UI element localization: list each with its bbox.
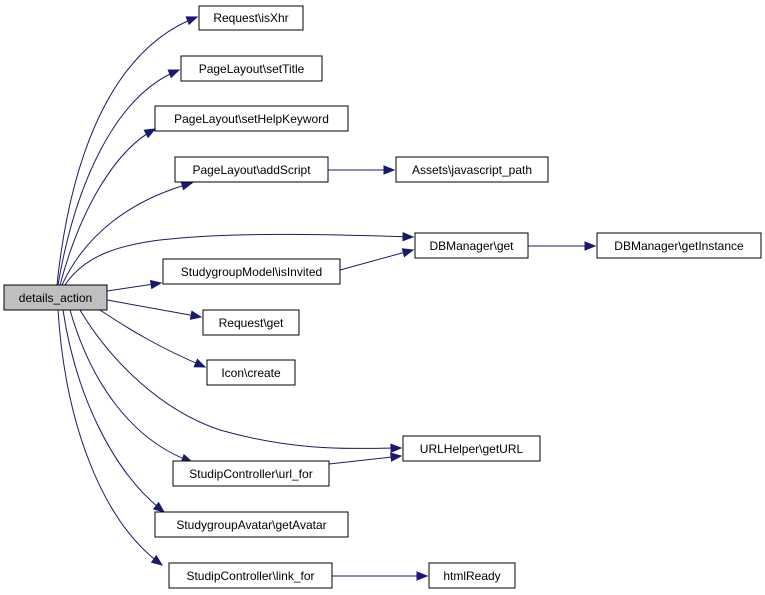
edge-arrowhead [152,501,166,513]
edge-arrowhead [167,69,181,79]
node-label: URLHelper\getURL [420,442,524,456]
node-label: DBManager\get [429,239,514,253]
node-label: Icon\create [221,366,281,380]
edge-details-action-to-pagelayout-settitle [57,69,181,286]
node-label: StudygroupModel\isInvited [181,265,322,279]
node-label: StudipController\url_for [189,467,312,481]
edge-line [59,128,156,286]
node-icon-create[interactable]: Icon\create [206,359,296,386]
edge-line [57,309,163,566]
edge-details-action-to-studygroupavatar-getavatar [62,309,166,513]
edge-details-action-to-request-get [106,299,203,320]
node-pagelayout-addscript[interactable]: PageLayout\addScript [174,156,329,183]
node-label: Request\isXhr [213,11,288,25]
edge-arrowhead [402,231,415,242]
edge-details-action-to-icon-create [99,309,207,368]
node-studygroupmodel-isinvited[interactable]: StudygroupModel\isInvited [162,258,341,285]
edge-studygroupmodel-isinvited-to-dbmanager-get [339,248,415,271]
edge-line [99,309,206,368]
node-assets-javascript-path[interactable]: Assets\javascript_path [395,156,549,183]
edge-dbmanager-get-to-dbmanager-getinstance [528,241,597,251]
edge-details-action-to-dbmanager-get [64,231,415,286]
node-label: StudipController\link_for [186,569,314,583]
node-dbmanager-get[interactable]: DBManager\get [414,232,529,259]
node-request-get[interactable]: Request\get [202,309,300,336]
node-label: PageLayout\setHelpKeyword [174,112,329,126]
edge-arrowhead [150,554,164,566]
node-pagelayout-settitle[interactable]: PageLayout\setTitle [180,55,323,82]
edge-line [56,16,198,286]
edge-studipcontroller-url-for-to-urlhelper-geturl [328,452,403,465]
edge-arrowhead [149,279,163,290]
edge-details-action-to-pagelayout-sethelpkeyword [59,128,157,286]
node-label: Request\get [219,316,284,330]
edge-line [79,309,402,449]
edge-line [61,182,193,286]
edge-line [69,309,193,463]
node-pagelayout-sethelpkeyword[interactable]: PageLayout\setHelpKeyword [154,105,349,132]
edge-details-action-to-pagelayout-addscript [61,181,194,286]
node-studipcontroller-link-for[interactable]: StudipController\link_for [168,562,333,589]
edge-arrowhead [390,452,403,462]
edge-arrowhead [383,165,396,175]
edge-arrowhead [180,181,194,191]
edge-details-action-to-urlhelper-geturl [79,309,403,453]
edge-details-action-to-studygroupmodel-isinvited [106,279,163,292]
edge-arrowhead [143,128,157,139]
edge-line [106,299,202,318]
node-label: Assets\javascript_path [412,163,532,177]
edge-details-action-to-studipcontroller-url-for [69,309,194,463]
node-label: PageLayout\setTitle [199,62,305,76]
node-label: StudygroupAvatar\getAvatar [176,518,326,532]
edge-arrowhead [390,443,403,453]
node-request-isxhr[interactable]: Request\isXhr [198,5,304,31]
edge-arrowhead [189,310,203,320]
edge-line [328,455,402,465]
node-label: PageLayout\addScript [192,163,311,177]
edge-pagelayout-addscript-to-assets-javascript-path [328,165,396,175]
node-label: details_action [19,291,92,305]
node-studygroupavatar-getavatar[interactable]: StudygroupAvatar\getAvatar [154,511,349,538]
node-studipcontroller-url-for[interactable]: StudipController\url_for [172,460,330,487]
node-urlhelper-geturl[interactable]: URLHelper\getURL [402,435,541,462]
node-dbmanager-getinstance[interactable]: DBManager\getInstance [596,232,762,259]
edge-arrowhead [185,16,199,26]
edge-line [57,69,180,286]
edge-studipcontroller-link-for-to-htmlready [332,571,429,581]
edge-arrowhead [584,241,597,251]
edge-arrowhead [401,248,415,258]
node-details-action[interactable]: details_action [3,284,108,311]
node-label: DBManager\getInstance [614,239,744,253]
edge-details-action-to-studipcontroller-link-for [57,309,164,566]
edge-line [64,233,414,286]
call-edges [56,16,597,581]
edge-details-action-to-request-isxhr [56,16,199,286]
node-htmlready[interactable]: htmlReady [428,562,516,589]
edge-line [339,249,414,271]
node-label: htmlReady [443,569,500,583]
edge-line [62,309,165,513]
edge-arrowhead [193,358,207,368]
edge-arrowhead [416,571,429,581]
